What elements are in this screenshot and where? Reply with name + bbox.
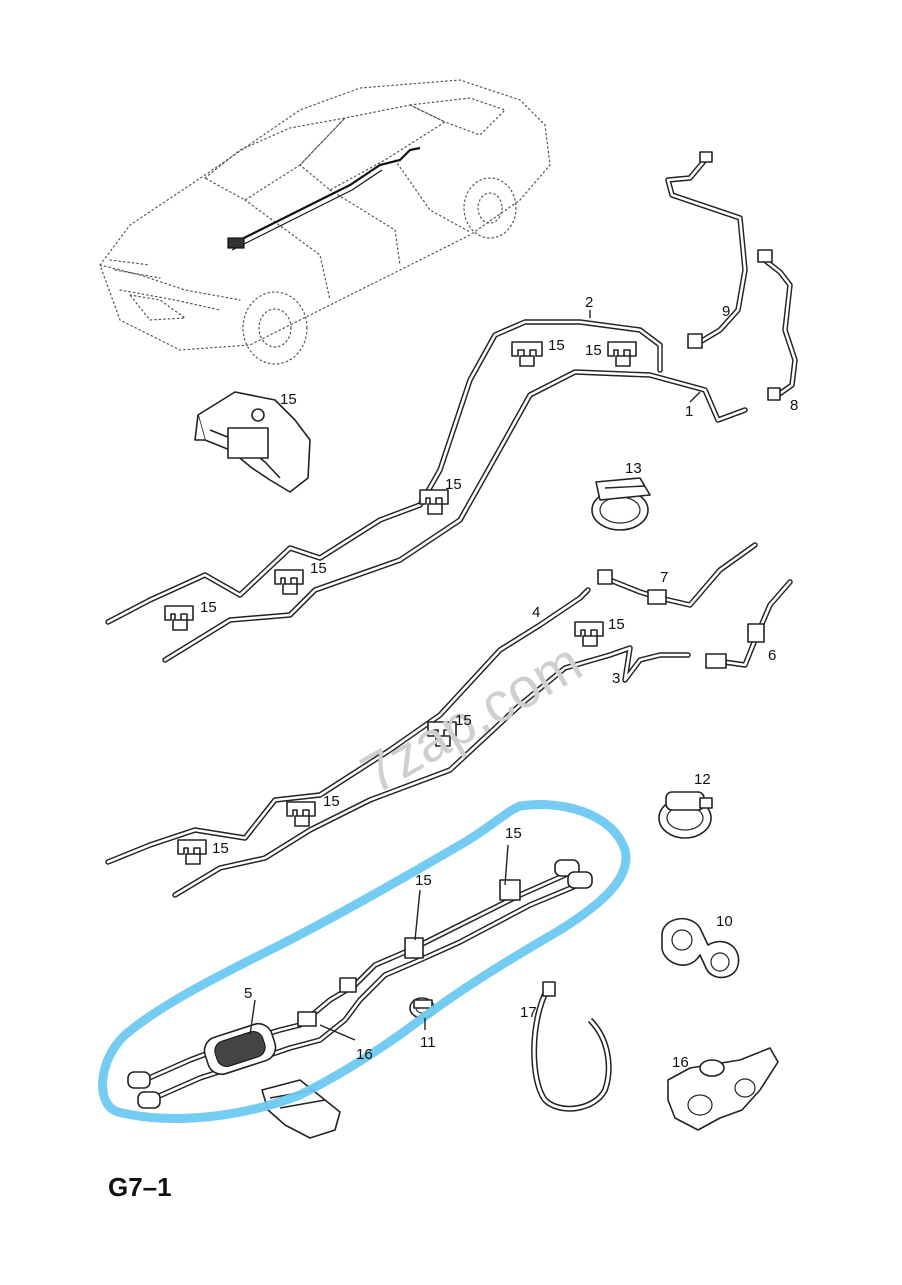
label-part-15-k: 15 bbox=[505, 825, 522, 842]
label-part-16-a: 16 bbox=[356, 1046, 373, 1063]
hose-part-6 bbox=[705, 579, 793, 669]
clip-part-15-group bbox=[164, 341, 637, 865]
label-part-1: 1 bbox=[685, 403, 693, 420]
label-part-6: 6 bbox=[768, 647, 776, 664]
label-part-17: 17 bbox=[520, 1004, 537, 1021]
clip-part-16-right bbox=[667, 1047, 779, 1131]
clip-part-10 bbox=[661, 917, 740, 979]
bracket-part-15-large bbox=[194, 391, 311, 493]
diagram-code: G7–1 bbox=[108, 1172, 172, 1202]
clip-part-16-bottom bbox=[261, 1079, 341, 1139]
label-part-15-b: 15 bbox=[585, 342, 602, 359]
label-part-3: 3 bbox=[612, 670, 620, 687]
cable-tie-part-17 bbox=[531, 981, 612, 1112]
label-part-12: 12 bbox=[694, 771, 711, 788]
label-part-2: 2 bbox=[585, 294, 593, 311]
label-part-15-h: 15 bbox=[455, 712, 472, 729]
label-part-8: 8 bbox=[790, 397, 798, 414]
car-outline-illustration bbox=[99, 79, 551, 365]
pipe-part-2 bbox=[105, 319, 663, 625]
pipe-part-9 bbox=[665, 151, 748, 349]
leader-lines bbox=[249, 310, 701, 1041]
pipe-part-8 bbox=[757, 249, 798, 401]
highlight-outline bbox=[98, 800, 631, 1123]
label-part-15-c: 15 bbox=[280, 391, 297, 408]
label-part-15-g: 15 bbox=[608, 616, 625, 633]
clamp-part-13 bbox=[591, 477, 651, 531]
label-part-9: 9 bbox=[722, 303, 730, 320]
label-part-7: 7 bbox=[660, 569, 668, 586]
label-part-13: 13 bbox=[625, 460, 642, 477]
label-part-15-j: 15 bbox=[212, 840, 229, 857]
label-part-4: 4 bbox=[532, 604, 540, 621]
pipe-part-3 bbox=[172, 645, 691, 898]
hose-part-7 bbox=[597, 542, 758, 608]
fuel-pipe-assembly-part-5 bbox=[127, 859, 593, 1109]
callout-labels: 2 1 9 8 15 15 15 15 15 15 15 15 15 15 15… bbox=[200, 294, 798, 1071]
label-part-5: 5 bbox=[244, 985, 252, 1002]
label-part-16-b: 16 bbox=[672, 1054, 689, 1071]
clamp-part-12 bbox=[658, 791, 713, 839]
label-part-10: 10 bbox=[716, 913, 733, 930]
label-part-15-l: 15 bbox=[415, 872, 432, 889]
label-part-15-i: 15 bbox=[323, 793, 340, 810]
label-part-15-d: 15 bbox=[445, 476, 462, 493]
label-part-15-a: 15 bbox=[548, 337, 565, 354]
label-part-11: 11 bbox=[420, 1034, 436, 1051]
label-part-15-e: 15 bbox=[310, 560, 327, 577]
pipe-part-4 bbox=[105, 587, 591, 865]
pipe-part-1 bbox=[162, 369, 748, 663]
label-part-15-f: 15 bbox=[200, 599, 217, 616]
